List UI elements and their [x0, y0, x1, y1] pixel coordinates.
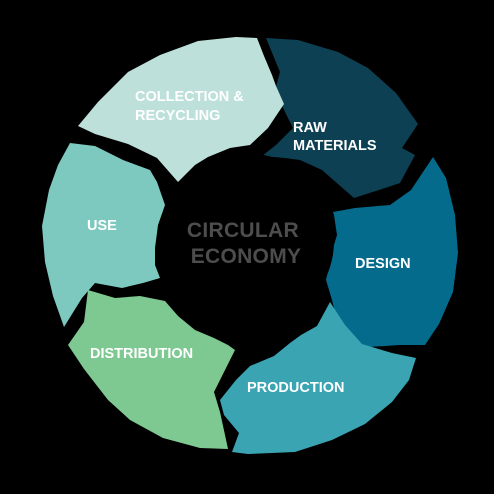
segment-production: PRODUCTION [220, 302, 416, 454]
segment-collection-recycling: COLLECTION & RECYCLING [78, 37, 284, 182]
segment-label-production: PRODUCTION [247, 380, 344, 396]
segment-shape-use [42, 143, 165, 327]
segment-label-distribution: DISTRIBUTION [90, 346, 193, 362]
segment-shape-distribution [68, 290, 235, 449]
segment-label-use: USE [87, 218, 117, 234]
segment-label-design: DESIGN [355, 256, 411, 272]
center-label: CIRCULAR ECONOMY [187, 219, 305, 268]
segment-shape-design [326, 157, 458, 347]
segment-shape-raw-materials [262, 38, 418, 198]
segment-use: USE [42, 143, 165, 327]
segment-raw-materials: RAW MATERIALS [262, 38, 418, 198]
segment-distribution: DISTRIBUTION [68, 290, 235, 449]
segment-label-collection-recycling: COLLECTION & RECYCLING [135, 89, 248, 124]
segment-shape-collection-recycling [78, 37, 284, 182]
segment-shape-production [220, 302, 416, 454]
segment-label-raw-materials: RAW MATERIALS [293, 120, 377, 154]
segment-design: DESIGN [326, 157, 458, 347]
center-hub [158, 153, 334, 329]
